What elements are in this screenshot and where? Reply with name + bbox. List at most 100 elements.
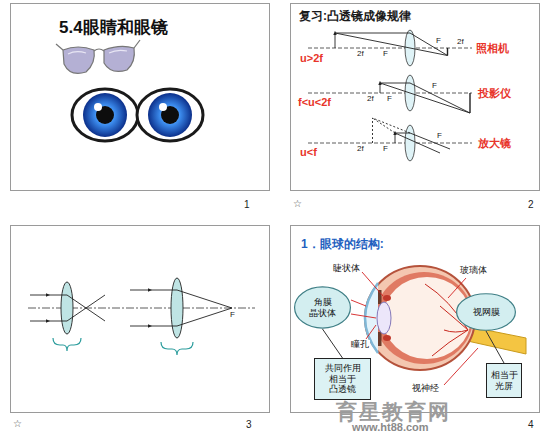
light-ray [447,48,448,56]
eye-picture [83,93,127,137]
bracket [161,342,193,355]
light-ray [335,33,336,48]
focal-mark: F [383,145,388,154]
eye-picture [94,103,102,111]
object-distance: u>2f [300,52,323,64]
focal-mark: F [383,50,388,59]
focal-mark: 2f [357,50,364,59]
object-distance: f<u<2f [298,96,331,108]
part-name: 瞳孔 [350,340,370,350]
bracket [53,338,81,351]
sunglasses-picture [68,52,86,54]
part-name: 睫状体 [333,264,360,274]
eyeball-picture [378,332,382,346]
slide-number: 3 [246,419,252,431]
sunglasses-picture [109,50,127,53]
optical-axis [308,48,472,143]
slide-number: 2 [528,199,534,211]
focal-mark: F [436,37,441,46]
light-ray [373,118,396,133]
part-name: 晶状体 [309,308,336,319]
sunglasses-picture [94,49,104,51]
light-ray [395,133,440,153]
optical-axis [308,143,472,144]
leader-line [448,278,466,298]
eyeball-picture [383,295,391,301]
device-name: 投影仪 [478,87,511,99]
leader-line [351,300,366,306]
convex-lens [405,125,415,161]
text-holder: 共同作用 相当于 凸透镜 [321,363,365,395]
slide-title: 5.4眼睛和眼镜 [59,18,168,38]
light-ray [130,290,150,291]
convex-lens [61,282,73,334]
watermark: 育星教育网 [336,400,451,423]
part-name: 玻璃体 [460,266,487,276]
eyeball-picture [365,266,526,370]
sunglasses-picture [56,44,63,50]
focal-mark: F [230,311,235,320]
sunglasses-picture [63,47,94,73]
star-mark: ☆ [293,198,302,210]
part-name: 相当于 光屏 [490,370,518,392]
part-name: 角膜 [314,297,332,308]
light-ray [30,290,232,326]
light-ray [380,83,470,113]
light-ray [148,290,232,308]
leader-line [366,325,376,339]
note-box: 相当于 光屏 [486,363,522,398]
bracket [53,338,193,355]
light-ray [380,83,470,113]
light-ray [335,33,448,56]
slide-frame: 5.4眼睛和眼镜1 [10,3,270,191]
light-ray [469,93,470,113]
focal-mark: 2f [457,38,464,47]
light-ray [148,308,232,326]
leader-line [351,314,376,318]
slide-title: 复习:凸透镜成像规律 [299,10,411,24]
text-holder: 角膜晶状体 [309,297,336,319]
light-ray [335,33,448,56]
part-name: 视神经 [412,384,439,394]
object-distance: u<f [300,146,317,158]
device-name: 放大镜 [478,137,511,149]
light-ray [30,321,48,322]
sunglasses-picture [104,46,134,71]
focal-mark: F [387,95,392,104]
convex-lens [171,278,183,338]
text-holder: 视网膜 [473,307,500,318]
eyeball-picture [377,302,391,334]
eye-picture [137,89,203,141]
note-box: 共同作用 相当于 凸透镜 [314,358,371,400]
focal-mark: F [437,132,442,141]
eye-picture [159,103,167,111]
light-ray [335,33,470,153]
eye-picture [72,89,203,141]
oval-outline [457,294,516,330]
slide-number: 4 [528,419,534,431]
light-ray [373,118,411,133]
light-ray [372,118,373,143]
leader-line [444,348,478,385]
eyeball-picture [383,335,391,341]
focal-mark: 2f [367,95,374,104]
light-ray [130,326,150,327]
oval-outline [295,287,351,328]
sunglasses-picture [56,40,140,73]
slide-title: 1．眼球的结构: [301,238,384,252]
leader-line [362,272,383,296]
callout-oval: 视网膜 [456,293,516,331]
focal-mark: F [432,82,437,91]
eye-picture [148,93,192,137]
part-name: 共同作用 相当于 凸透镜 [321,363,365,395]
convex-lens [61,278,183,338]
callout-oval: 角膜晶状体 [294,286,351,329]
eyeball-picture [444,330,468,332]
sunglasses-picture [134,40,140,48]
eyeball-picture [432,330,468,356]
light-ray [46,295,105,321]
optical-axis [308,93,472,94]
